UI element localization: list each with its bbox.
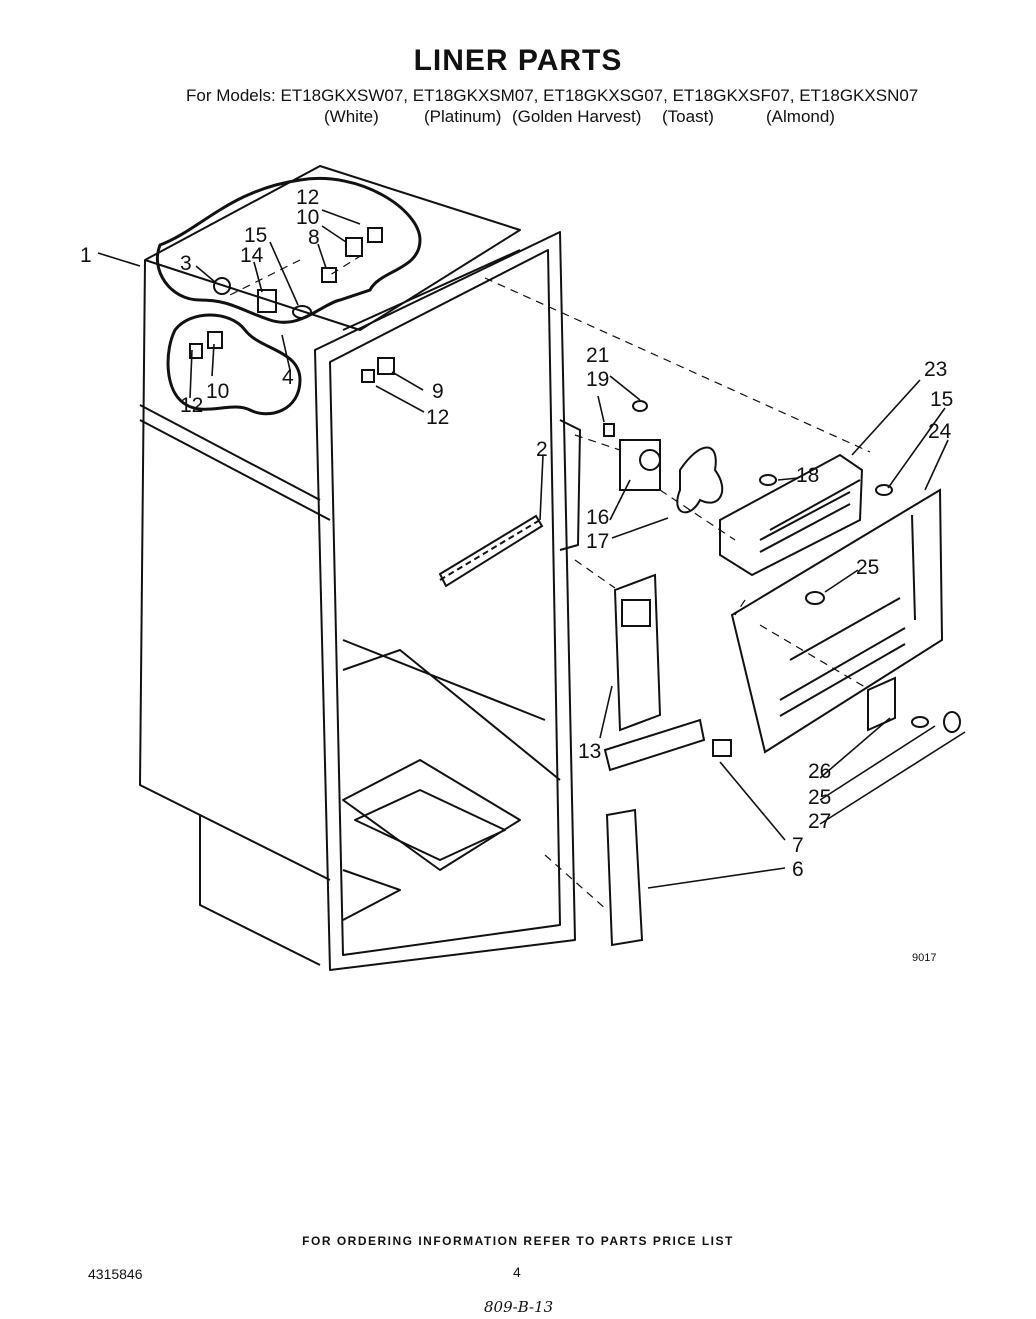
part-3	[213, 277, 231, 295]
callout-4: 4	[282, 366, 294, 389]
callout-14: 14	[240, 244, 264, 267]
part-24-panel	[730, 488, 944, 754]
callout-16: 16	[586, 506, 609, 529]
callout-12-door: 12	[426, 406, 449, 429]
part-27-knob	[943, 711, 961, 733]
ordering-note: FOR ORDERING INFORMATION REFER TO PARTS …	[302, 1234, 734, 1248]
callout-23: 23	[924, 358, 947, 381]
part-15-screw	[292, 305, 312, 319]
callout-15-top: 15	[244, 224, 267, 247]
callout-12-top: 12	[296, 186, 319, 209]
left-cutaway	[166, 313, 302, 416]
callout-10-top: 10	[296, 206, 319, 229]
part-16-motor	[619, 439, 661, 491]
leader-lines	[97, 209, 966, 889]
callout-24: 24	[928, 420, 952, 443]
callout-1: 1	[80, 244, 92, 267]
part-14	[257, 289, 277, 313]
callout-27: 27	[808, 810, 831, 833]
callout-26: 26	[808, 760, 831, 783]
callout-2: 2	[536, 438, 548, 461]
callout-8: 8	[308, 226, 320, 249]
models-line: For Models: ET18GKXSW07, ET18GKXSM07, ET…	[186, 86, 919, 105]
cabinet-outline	[139, 165, 581, 971]
callout-13: 13	[578, 740, 601, 763]
part-6-channel	[605, 808, 644, 947]
part-2	[438, 514, 544, 588]
callout-21: 21	[586, 344, 609, 367]
callout-12-left: 12	[180, 394, 203, 417]
figure-code: 9017	[912, 952, 937, 964]
part-7-baffle	[603, 718, 706, 772]
part-26-cover	[867, 676, 896, 732]
part-12-door	[361, 369, 375, 383]
color-toast: (Toast)	[662, 107, 714, 126]
callout-19: 19	[586, 368, 609, 391]
top-cutaway	[155, 177, 422, 324]
handwritten-note: 809-B-13	[484, 1298, 554, 1316]
color-golden-harvest: (Golden Harvest)	[512, 107, 642, 126]
document-number: 4315846	[88, 1266, 143, 1282]
part-12-upper	[367, 227, 383, 243]
part-13-duct	[613, 573, 662, 732]
part-23-evaporator	[719, 453, 864, 577]
part-12-left	[189, 343, 203, 359]
page-title: LINER PARTS	[413, 44, 623, 77]
part-17-fan-blade	[676, 446, 724, 514]
part-18	[759, 474, 777, 486]
part-19	[603, 423, 615, 437]
page-number: 4	[513, 1264, 521, 1280]
callout-10-left: 10	[206, 380, 229, 403]
callout-15-right: 15	[930, 388, 953, 411]
callout-3: 3	[180, 252, 192, 275]
callouts: 1 3 14 15 12 10 8 4 12 10 9 12 2 21 19 1…	[80, 186, 953, 881]
callout-17: 17	[586, 530, 609, 553]
color-platinum: (Platinum)	[424, 107, 502, 126]
callout-18: 18	[796, 464, 819, 487]
callout-25-lower: 25	[808, 786, 831, 809]
part-10-left	[207, 331, 223, 349]
assembly-lines	[229, 254, 871, 911]
part-8	[321, 267, 337, 283]
part-21	[632, 400, 648, 412]
part-25-screw-lower	[911, 716, 929, 728]
callout-25-upper: 25	[856, 556, 879, 579]
part-25-screw	[805, 591, 825, 605]
callout-9: 9	[432, 380, 444, 403]
part-15-screw-right	[875, 484, 893, 496]
color-almond: (Almond)	[766, 107, 835, 126]
part-10-upper	[345, 237, 363, 257]
callout-7: 7	[792, 834, 804, 857]
callout-6: 6	[792, 858, 804, 881]
small-parts	[189, 227, 961, 947]
part-9	[377, 357, 395, 375]
color-white: (White)	[324, 107, 379, 126]
